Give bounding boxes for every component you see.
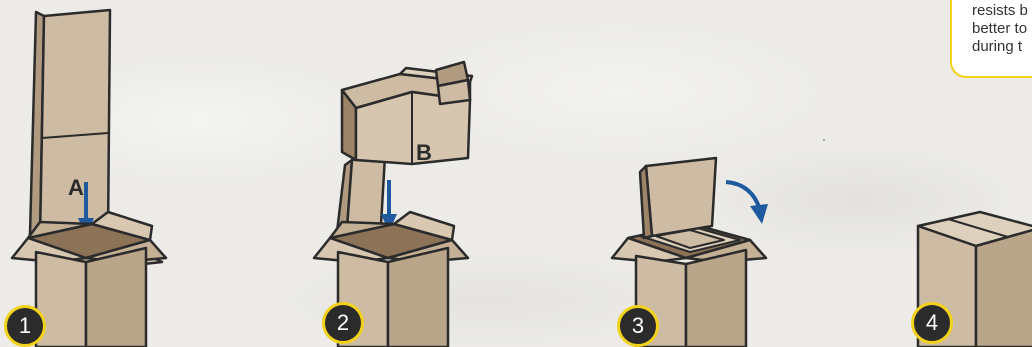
step-1-badge: 1	[4, 305, 46, 347]
insert-a-label: A	[68, 175, 84, 200]
insert-b-label: B	[416, 140, 432, 165]
tip-callout: resists b better to during t	[950, 0, 1032, 78]
speck	[823, 139, 825, 141]
step-4-badge: 4	[911, 302, 953, 344]
insert-b	[342, 62, 472, 164]
tip-line-1: resists b	[972, 2, 1032, 20]
tip-line-3: during t	[972, 38, 1032, 56]
step-1-illustration: A	[12, 10, 166, 347]
step-3-badge: 3	[617, 305, 659, 347]
tip-line-2: better to	[972, 20, 1032, 38]
curved-arrow-icon	[726, 182, 768, 224]
step-2-badge: 2	[322, 302, 364, 344]
